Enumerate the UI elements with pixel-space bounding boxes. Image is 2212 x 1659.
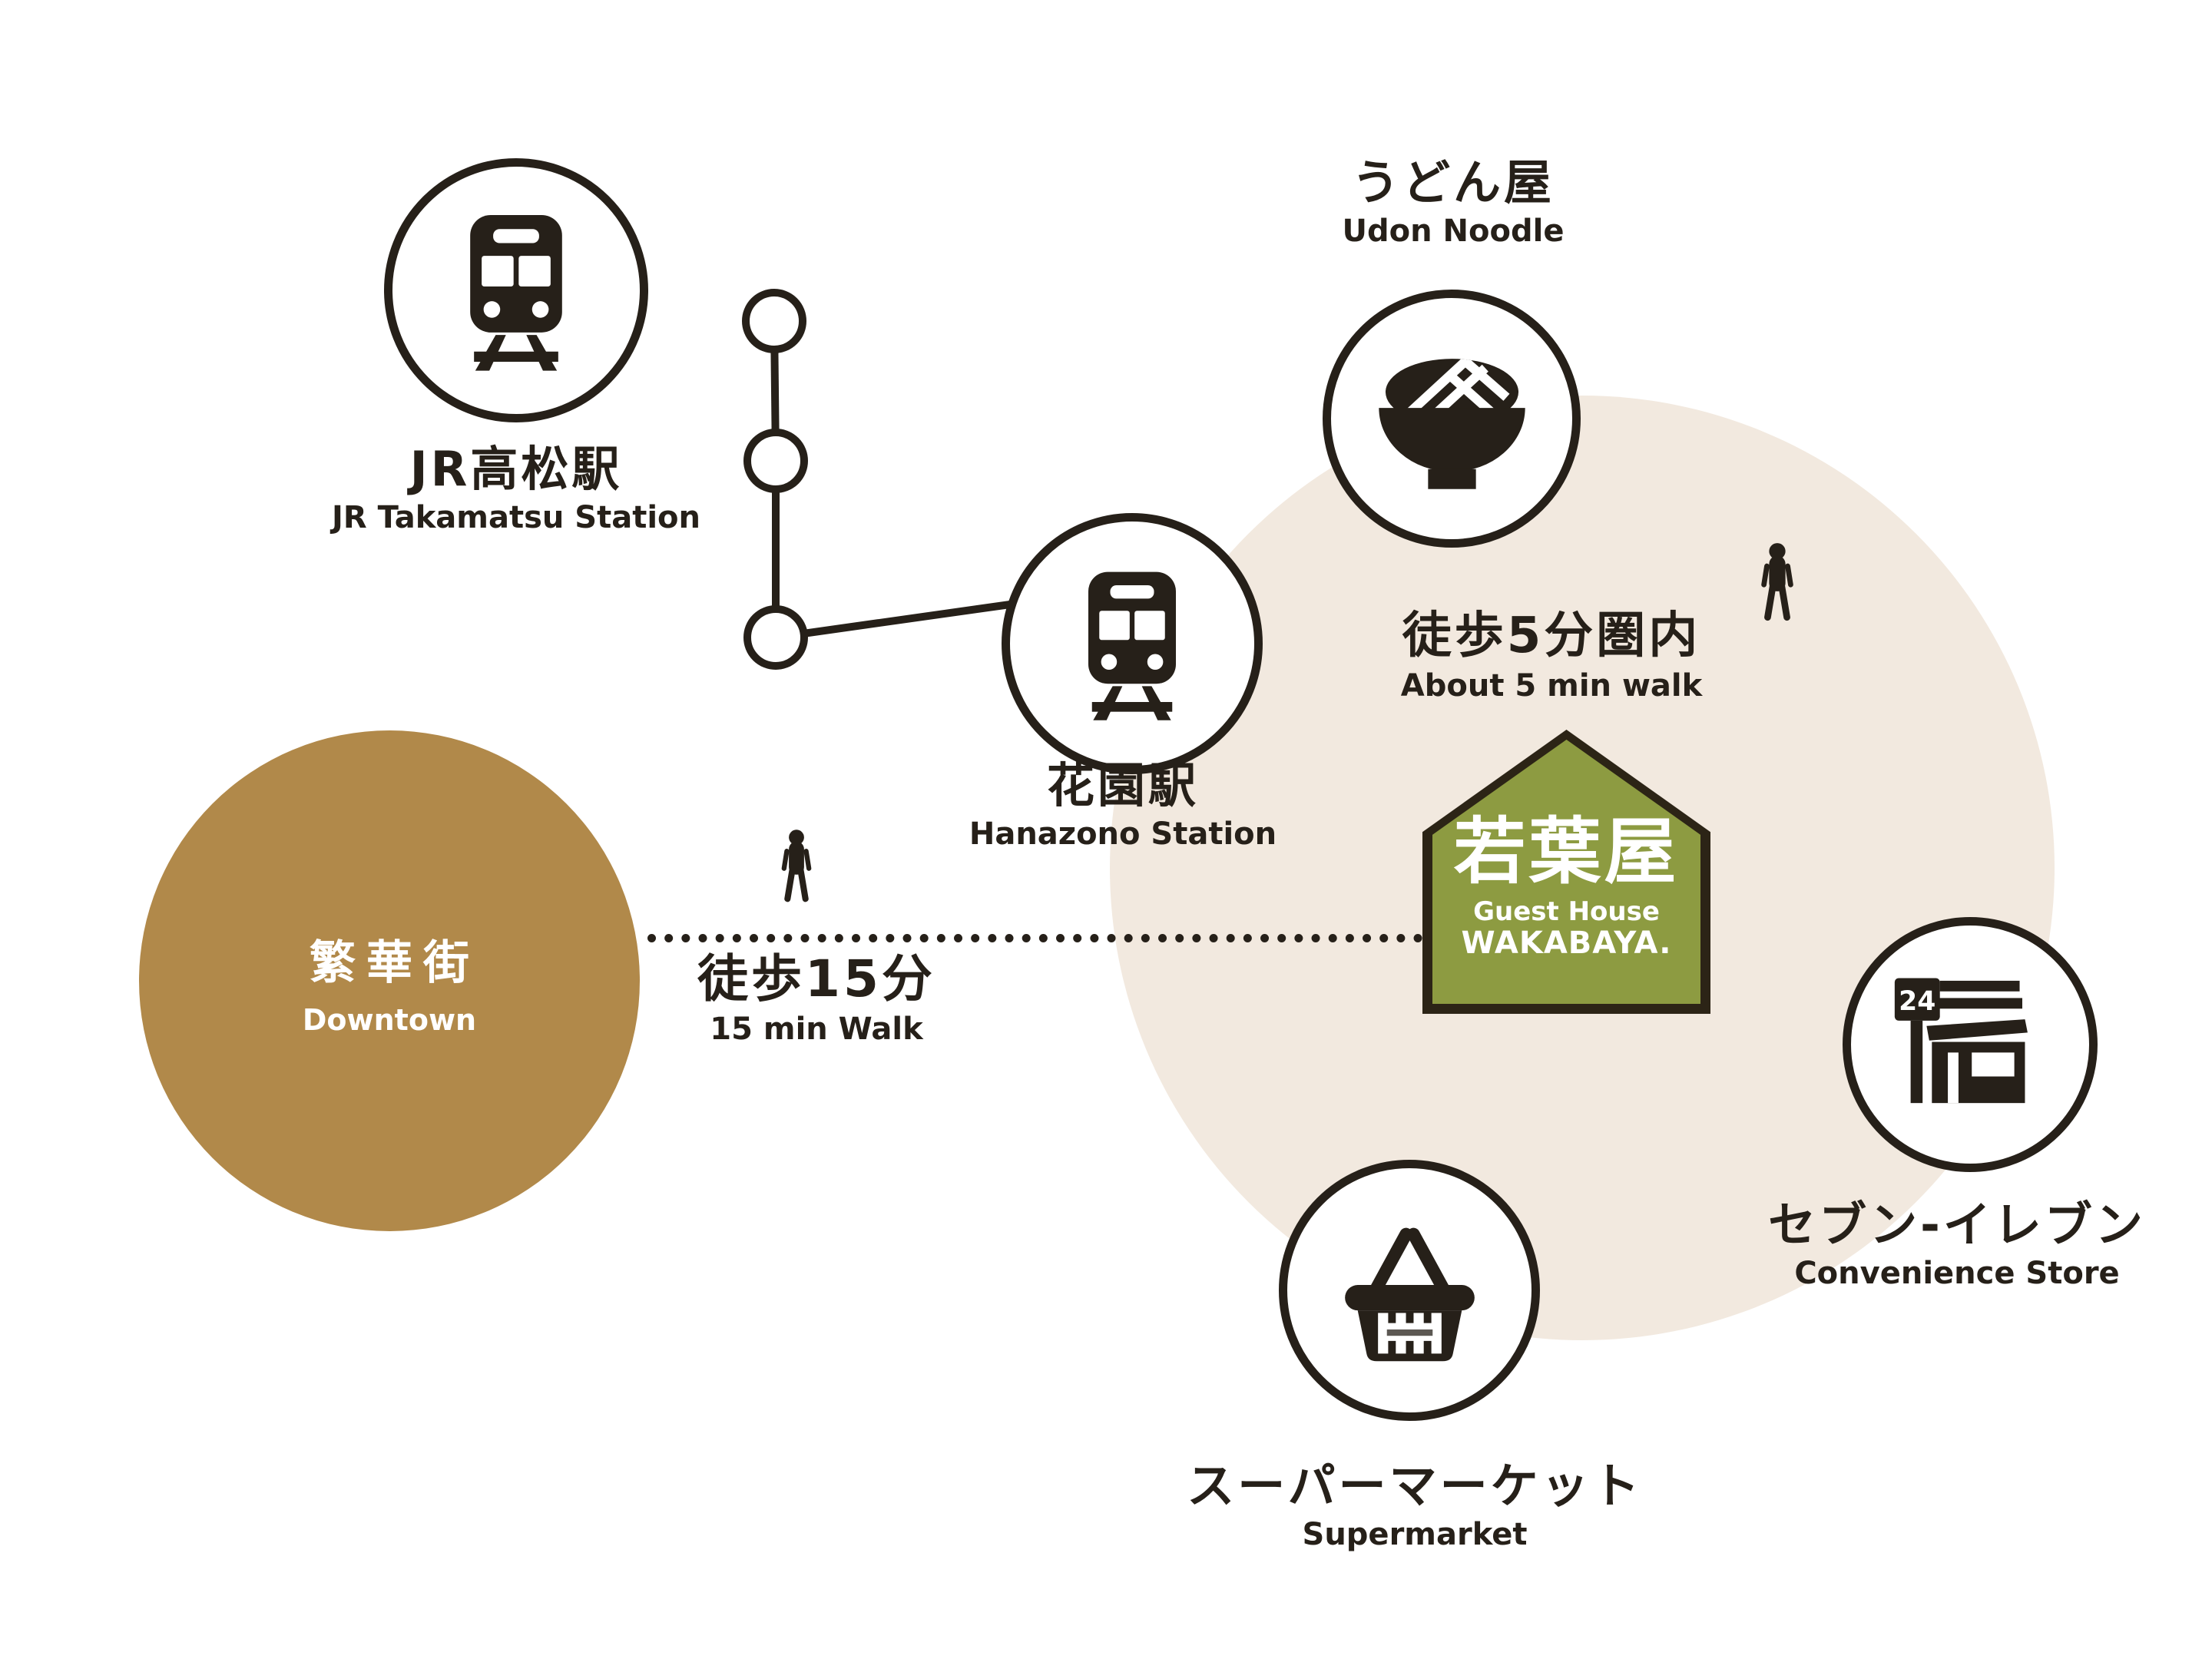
- guest-house-line1: Guest House: [1473, 896, 1660, 927]
- hanazono-label-en: Hanazono Station: [969, 816, 1277, 853]
- downtown-label-en: Downtown: [302, 1002, 477, 1037]
- udon-noodle-node: [1323, 290, 1581, 548]
- jr-takamatsu-label-en: JR Takamatsu Station: [331, 500, 701, 536]
- fifteen-min-walk-label: 徒歩15分 15 min Walk: [548, 949, 1085, 1048]
- udon-label-jp: うどん屋: [1351, 154, 1555, 210]
- convenience-store-icon: 24: [1894, 978, 2028, 1104]
- jr-takamatsu-station-node: [384, 158, 648, 422]
- train-icon: [470, 214, 562, 371]
- fifteen-min-walk-label-en: 15 min Walk: [710, 1012, 923, 1048]
- convenience-store-label: セブン-イレブン Convenience Store: [1704, 1200, 2210, 1290]
- jr-takamatsu-label: JR高松駅 JR Takamatsu Station: [247, 444, 785, 534]
- supermarket-label: スーパーマーケット Supermarket: [1146, 1461, 1684, 1551]
- convenience-store-node: 24: [1843, 917, 2098, 1172]
- train-icon: [1088, 571, 1176, 720]
- guest-house-line2: WAKABAYA.: [1461, 926, 1672, 962]
- five-min-walk-label-en: About 5 min walk: [1400, 668, 1703, 704]
- supermarket-label-en: Supermarket: [1302, 1517, 1528, 1553]
- convenience-store-label-en: Convenience Store: [1794, 1256, 2120, 1292]
- hanazono-label: 花園駅 Hanazono Station: [854, 760, 1392, 850]
- udon-label: うどん屋 Udon Noodle: [1184, 157, 1722, 247]
- hanazono-station-node: [1002, 513, 1263, 774]
- convenience-store-label-jp: セブン-イレブン: [1768, 1197, 2146, 1253]
- intermediate-station-dot: [742, 289, 806, 353]
- jr-takamatsu-label-jp: JR高松駅: [409, 441, 623, 497]
- downtown-label-jp: 繁華街: [310, 935, 480, 990]
- five-min-walk-label: 徒歩5分圏内 About 5 min walk: [1283, 608, 1820, 704]
- intermediate-station-dot: [743, 605, 808, 670]
- fifteen-min-walk-label-jp: 徒歩15分: [697, 949, 935, 1008]
- walking-person-icon: [1761, 543, 1793, 621]
- guest-house-name-jp: 若葉屋: [1453, 810, 1680, 894]
- shopping-basket-icon: [1344, 1227, 1475, 1361]
- store-24h-sign-text: 24: [1899, 986, 1936, 1017]
- hanazono-label-jp: 花園駅: [1046, 757, 1199, 813]
- downtown-circle: 繁華街 Downtown: [139, 730, 640, 1231]
- walk-route-dotted-line: [647, 934, 1422, 942]
- walking-person-icon: [781, 830, 812, 902]
- udon-label-en: Udon Noodle: [1342, 214, 1565, 250]
- supermarket-node: [1279, 1160, 1540, 1421]
- supermarket-label-jp: スーパーマーケット: [1187, 1458, 1643, 1514]
- five-min-walk-label-jp: 徒歩5分圏内: [1402, 608, 1701, 664]
- udon-bowl-icon: [1378, 359, 1525, 489]
